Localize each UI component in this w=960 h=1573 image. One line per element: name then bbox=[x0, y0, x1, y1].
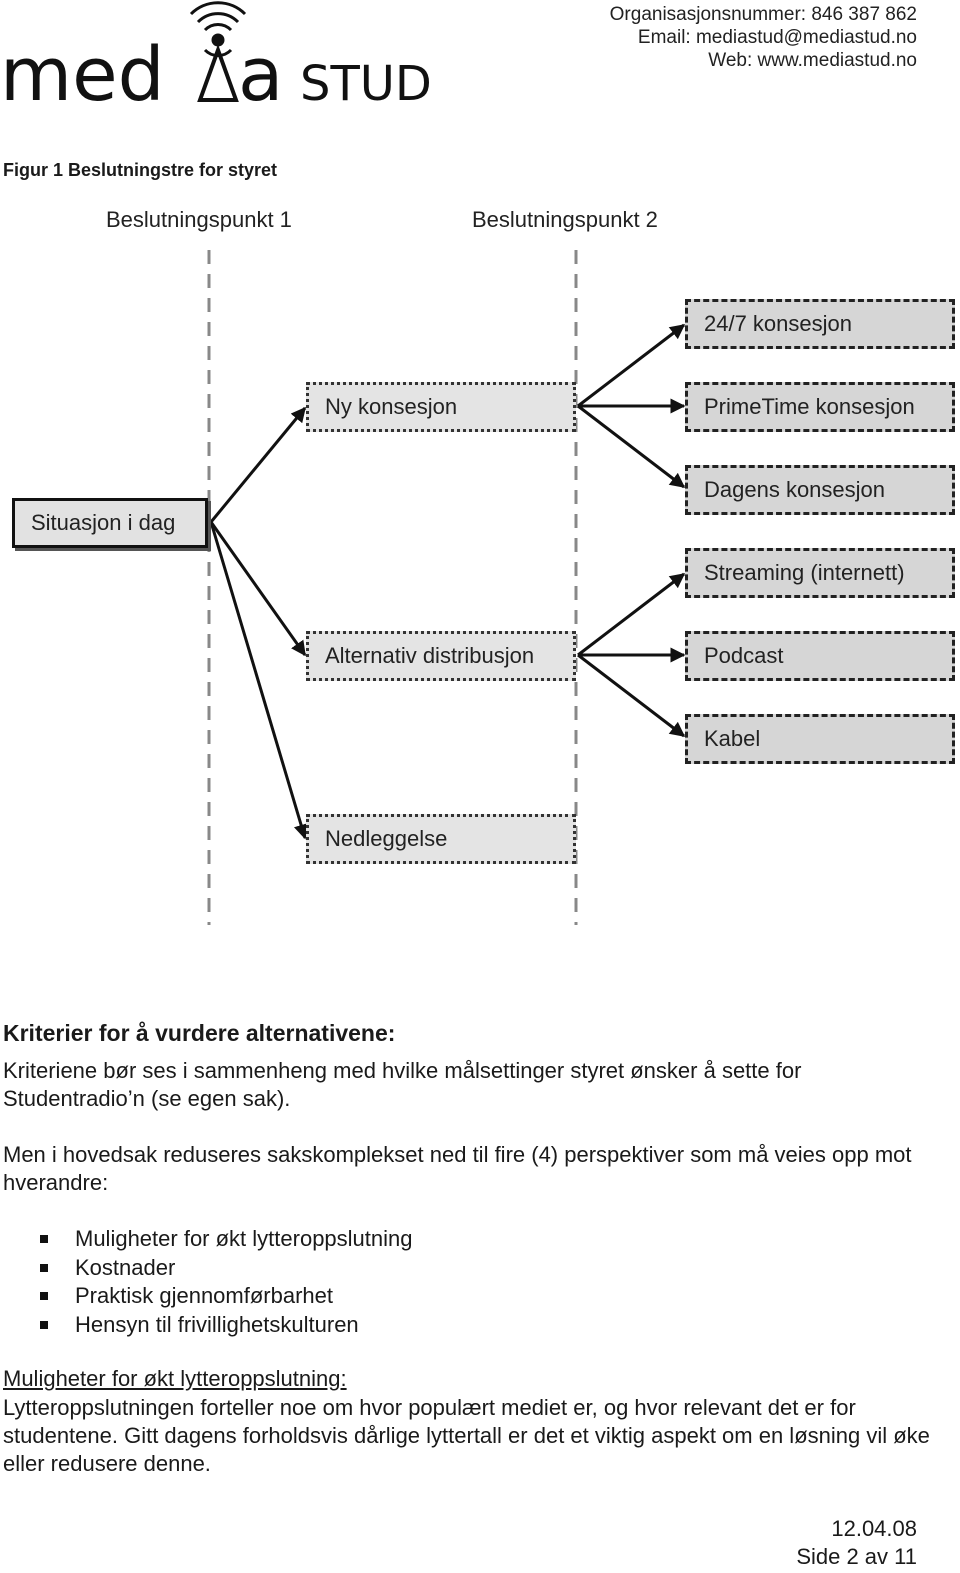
arrow-root-ned bbox=[209, 521, 309, 840]
section-heading: Muligheter for økt lytteroppslutning: bbox=[3, 1366, 347, 1391]
antenna-icon bbox=[189, 1, 247, 102]
decision-tree: Beslutningspunkt 1 Beslutningspunkt 2 Si… bbox=[0, 195, 960, 935]
org-web: Web: www.mediastud.no bbox=[708, 50, 917, 71]
node-primetime-konsesjon: PrimeTime konsesjon bbox=[685, 382, 955, 432]
node-dagens-konsesjon: Dagens konsesjon bbox=[685, 465, 955, 515]
page-footer: 12.04.08 Side 2 av 11 bbox=[796, 1515, 917, 1571]
node-podcast: Podcast bbox=[685, 631, 955, 681]
logo-text-med: med bbox=[0, 32, 165, 110]
node-ny-konsesjon: Ny konsesjon bbox=[306, 382, 576, 432]
arrow-root-ny bbox=[209, 406, 307, 523]
node-kabel: Kabel bbox=[685, 714, 955, 764]
footer-date: 12.04.08 bbox=[831, 1516, 917, 1541]
criteria-list: Muligheter for økt lytteroppslutning Kos… bbox=[40, 1225, 413, 1339]
mediastud-logo: med a STUD bbox=[0, 1, 432, 110]
org-number: Organisasjonsnummer: 846 387 862 bbox=[609, 4, 917, 25]
logo-text-stud: STUD bbox=[300, 56, 432, 110]
decision-point-2-label: Beslutningspunkt 2 bbox=[472, 207, 658, 232]
page-number: Side 2 av 11 bbox=[796, 1544, 917, 1569]
arrow-alt-kabel bbox=[577, 653, 686, 738]
arrow-ny-247 bbox=[577, 323, 686, 408]
node-nedleggelse: Nedleggelse bbox=[306, 814, 576, 864]
list-item: Muligheter for økt lytteroppslutning bbox=[40, 1225, 413, 1254]
figure-caption: Figur 1 Beslutningstre for styret bbox=[3, 160, 278, 180]
list-item: Kostnader bbox=[40, 1254, 413, 1283]
node-streaming: Streaming (internett) bbox=[685, 548, 955, 598]
criteria-intro: Kriteriene bør ses i sammenheng med hvil… bbox=[3, 1058, 802, 1111]
node-247-konsesjon: 24/7 konsesjon bbox=[685, 299, 955, 349]
arrow-root-alt bbox=[209, 521, 307, 657]
arrow-alt-streaming bbox=[577, 572, 686, 657]
arrow-ny-dagens bbox=[577, 404, 686, 489]
node-root: Situasjon i dag bbox=[12, 498, 208, 548]
org-email: Email: mediastud@mediastud.no bbox=[637, 27, 917, 48]
logo-text-a: a bbox=[238, 32, 283, 110]
decision-tree-lines bbox=[207, 250, 686, 925]
decision-point-1-label: Beslutningspunkt 1 bbox=[106, 207, 292, 232]
section-text: Lytteroppslutningen forteller noe om hvo… bbox=[3, 1395, 930, 1476]
list-item: Hensyn til frivillighetskulturen bbox=[40, 1311, 413, 1340]
org-info: Organisasjonsnummer: 846 387 862 Email: … bbox=[610, 3, 917, 72]
criteria-heading: Kriterier for å vurdere alternativene: bbox=[3, 1020, 396, 1046]
criteria-main: Men i hovedsak reduseres sakskomplekset … bbox=[3, 1142, 912, 1195]
list-item: Praktisk gjennomførbarhet bbox=[40, 1282, 413, 1311]
node-alternativ-distribusjon: Alternativ distribusjon bbox=[306, 631, 576, 681]
